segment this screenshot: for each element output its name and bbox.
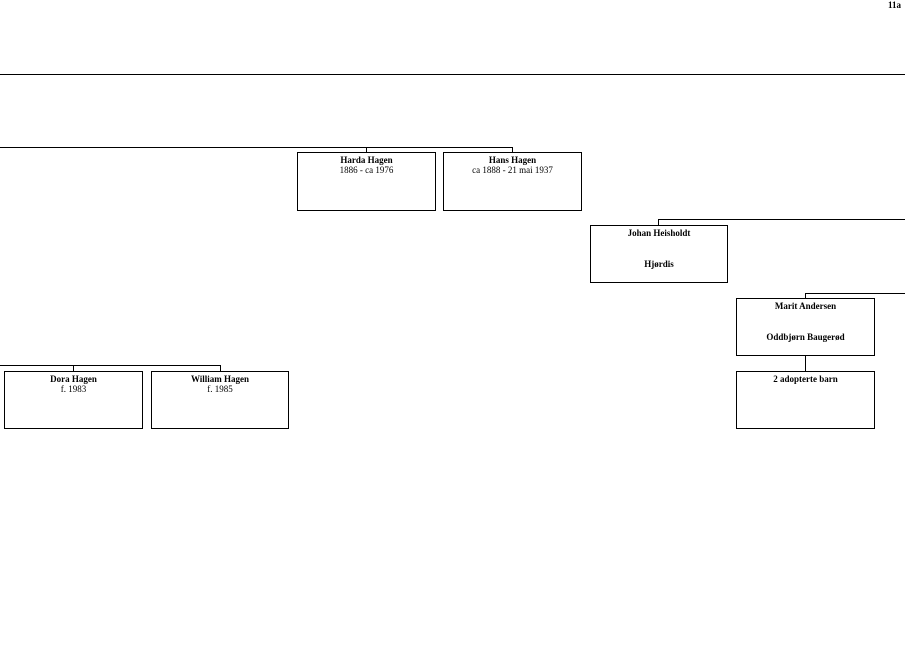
connector-johan-drop: [658, 219, 659, 225]
person-box-marit-andersen: Marit Andersen Oddbjørn Baugerød: [736, 298, 875, 356]
person-box-johan-heisholdt: Johan Heisholdt Hjørdis: [590, 225, 728, 283]
person-name: Marit Andersen: [774, 301, 837, 311]
person-box-hans-hagen: Hans Hagen ca 1888 - 21 mai 1937: [443, 152, 582, 211]
person-dates: ca 1888 - 21 mai 1937: [472, 165, 553, 175]
person-name: Harda Hagen: [340, 155, 393, 165]
connector-hans-drop: [512, 147, 513, 152]
person-name: Johan Heisholdt: [627, 228, 691, 238]
person-spouse: Hjørdis: [644, 259, 674, 269]
connector-marit-children: [805, 355, 806, 371]
person-dates: 1886 - ca 1976: [339, 165, 394, 175]
person-dates: f. 1985: [207, 384, 233, 394]
person-name: Dora Hagen: [50, 374, 97, 384]
person-box-adopted-children: 2 adopterte barn: [736, 371, 875, 429]
page-number: 11a: [887, 0, 901, 10]
person-spouse: Oddbjørn Baugerød: [766, 332, 845, 342]
person-name: Hans Hagen: [488, 155, 537, 165]
person-name: William Hagen: [190, 374, 250, 384]
connector-sibling-row-1: [0, 147, 513, 148]
person-box-harda-hagen: Harda Hagen 1886 - ca 1976: [297, 152, 436, 211]
connector-marit-drop: [805, 293, 806, 298]
connector-harda-drop: [366, 147, 367, 152]
connector-sibling-row-4: [0, 365, 221, 366]
header-rule: [0, 74, 905, 75]
person-dates: f. 1983: [60, 384, 87, 394]
connector-dora-drop: [73, 365, 74, 371]
connector-sibling-row-3: [805, 293, 905, 294]
connector-sibling-row-2: [658, 219, 905, 220]
person-name: 2 adopterte barn: [773, 374, 838, 384]
person-box-william-hagen: William Hagen f. 1985: [151, 371, 289, 429]
connector-william-drop: [220, 365, 221, 371]
person-box-dora-hagen: Dora Hagen f. 1983: [4, 371, 143, 429]
